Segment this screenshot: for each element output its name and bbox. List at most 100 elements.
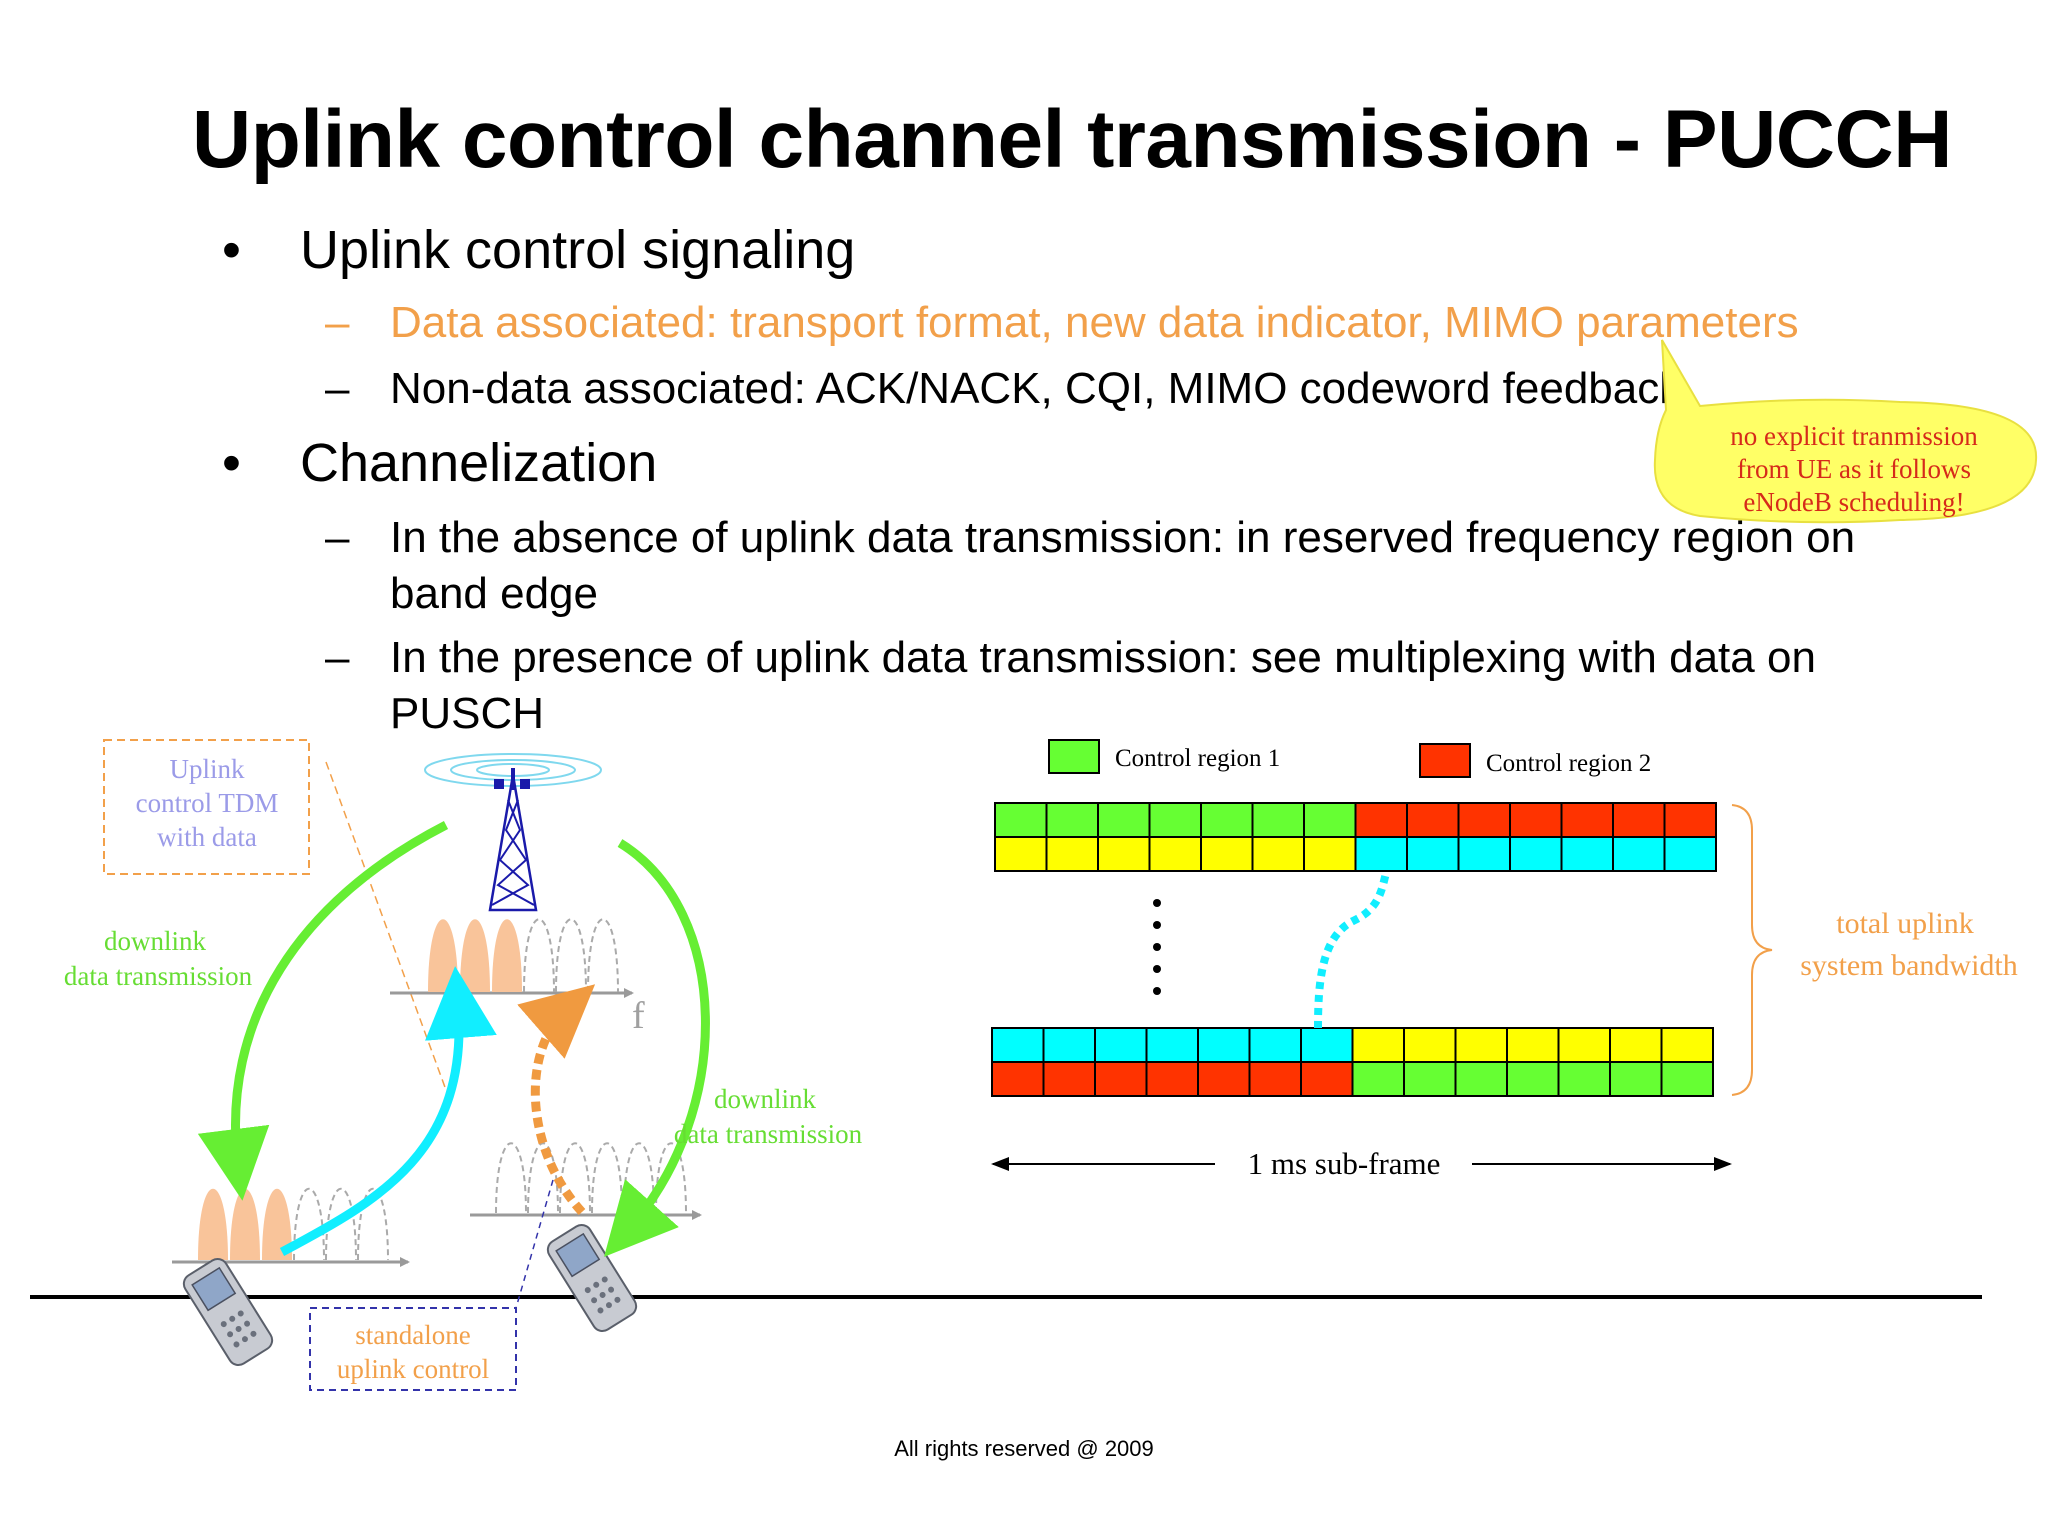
tdm-box <box>103 739 310 875</box>
grid-cell <box>1200 802 1254 838</box>
grid-cell <box>994 836 1048 872</box>
tdm-box-line2: control TDM <box>136 788 279 818</box>
grid-cell <box>1351 1061 1405 1097</box>
grid-cell <box>1454 1061 1508 1097</box>
grid-cell <box>1509 802 1563 838</box>
grid-cell <box>1042 1061 1096 1097</box>
bullet-marker: • <box>222 433 241 493</box>
downlink-left-line2: data transmission <box>64 961 253 991</box>
grid-cell <box>994 802 1048 838</box>
standalone-line2: uplink control <box>337 1354 489 1384</box>
grid-cell <box>1403 1027 1457 1063</box>
grid-cell <box>1303 802 1357 838</box>
dash-marker: – <box>325 364 350 413</box>
base-station-spectrum <box>390 918 634 998</box>
grid-cell <box>1148 802 1202 838</box>
grid-cell <box>1248 1061 1302 1097</box>
grid-cell <box>991 1027 1045 1063</box>
grid-cell <box>1609 1061 1663 1097</box>
grid-cell <box>1097 802 1151 838</box>
footer: All rights reserved @ 2009 <box>894 1436 1154 1461</box>
grid-cell <box>1148 836 1202 872</box>
downlink-right-line1: downlink <box>714 1084 817 1114</box>
grid-cell <box>1454 1027 1508 1063</box>
bullet-uplink-control-signaling: Uplink control signaling <box>300 220 856 280</box>
grid-cell <box>1560 802 1614 838</box>
grid-cell <box>1663 836 1717 872</box>
hopping-arrow <box>1314 871 1390 1029</box>
grid-cell <box>1042 1027 1096 1063</box>
right-phone-icon <box>546 1223 638 1333</box>
dash-marker: – <box>325 298 350 347</box>
grid-cell <box>1406 802 1460 838</box>
grid-cell <box>991 1061 1045 1097</box>
base-station-tower-icon <box>424 753 602 912</box>
subframe-label: 1 ms sub-frame <box>1248 1146 1441 1181</box>
grid-cell <box>1660 1061 1714 1097</box>
grid-cell <box>1248 1027 1302 1063</box>
grid-cell <box>1200 836 1254 872</box>
slide-title: Uplink control channel transmission - PU… <box>192 94 1952 185</box>
grid-cell <box>1557 1027 1611 1063</box>
bandwidth-label-line2: system bandwidth <box>1800 949 2018 982</box>
grid-cell <box>1094 1027 1148 1063</box>
tdm-box-line1: Uplink <box>169 754 245 784</box>
dash-marker: – <box>325 513 350 562</box>
grid-cell <box>1045 802 1099 838</box>
grid-cell <box>1663 802 1717 838</box>
grid-cell <box>1251 802 1305 838</box>
bullet-marker: • <box>222 220 241 280</box>
grid-cell <box>1351 1027 1405 1063</box>
standalone-box <box>309 1307 517 1391</box>
bullet-channelization: Channelization <box>300 433 658 493</box>
grid-cell <box>1197 1027 1251 1063</box>
uplink-control-tdm-arrow <box>279 966 497 1256</box>
freq-axis-label: f <box>632 995 645 1037</box>
subitem-presence-line1: In the presence of uplink data transmiss… <box>390 633 1816 682</box>
grid-cell <box>1303 836 1357 872</box>
downlink-left-line1: downlink <box>104 926 207 956</box>
standalone-line1: standalone <box>355 1320 470 1350</box>
grid-cell <box>1660 1027 1714 1063</box>
grid-cell <box>1354 802 1408 838</box>
grid-cell <box>1406 836 1460 872</box>
grid-cell <box>1457 802 1511 838</box>
grid-cell <box>1145 1061 1199 1097</box>
grid-cell <box>1609 1027 1663 1063</box>
downlink-arrow-right <box>604 839 710 1257</box>
grid-cell <box>1457 836 1511 872</box>
grid-cell <box>1300 1027 1354 1063</box>
grid-cell <box>1251 836 1305 872</box>
grid-cell <box>1403 1061 1457 1097</box>
grid-cell <box>1506 1027 1560 1063</box>
dash-marker: – <box>325 633 350 682</box>
downlink-arrow-left <box>197 820 449 1201</box>
grid-cell <box>1097 836 1151 872</box>
standalone-uplink-arrow <box>517 984 596 1216</box>
grid-cell <box>1612 836 1666 872</box>
subitem-absence-line1: In the absence of uplink data transmissi… <box>390 513 1856 562</box>
left-phone-icon <box>182 1257 274 1367</box>
grid-cell <box>1300 1061 1354 1097</box>
downlink-right-line2: data transmission <box>674 1119 863 1149</box>
legend-label-control-region-1: Control region 1 <box>1115 745 1280 772</box>
legend-swatch-control-region-2 <box>1419 743 1471 778</box>
legend-swatch-control-region-1 <box>1048 739 1100 774</box>
bandwidth-brace <box>1731 804 1773 1096</box>
subitem-data-associated: Data associated: transport format, new d… <box>390 298 1799 347</box>
grid-cell <box>1045 836 1099 872</box>
grid-cell <box>1612 802 1666 838</box>
grid-cell <box>1094 1061 1148 1097</box>
subitem-absence-line2: band edge <box>390 569 598 618</box>
resource-grid <box>991 802 1717 1097</box>
tdm-box-line3: with data <box>157 822 257 852</box>
subitem-presence-line2: PUSCH <box>390 689 545 738</box>
callout-text: no explicit tranmission from UE as it fo… <box>1730 421 1978 517</box>
tdm-connector <box>325 761 447 1091</box>
grid-cell <box>1197 1061 1251 1097</box>
bandwidth-label-line1: total uplink <box>1836 907 1974 940</box>
standalone-connector <box>515 1179 554 1309</box>
grid-cell <box>1506 1061 1560 1097</box>
